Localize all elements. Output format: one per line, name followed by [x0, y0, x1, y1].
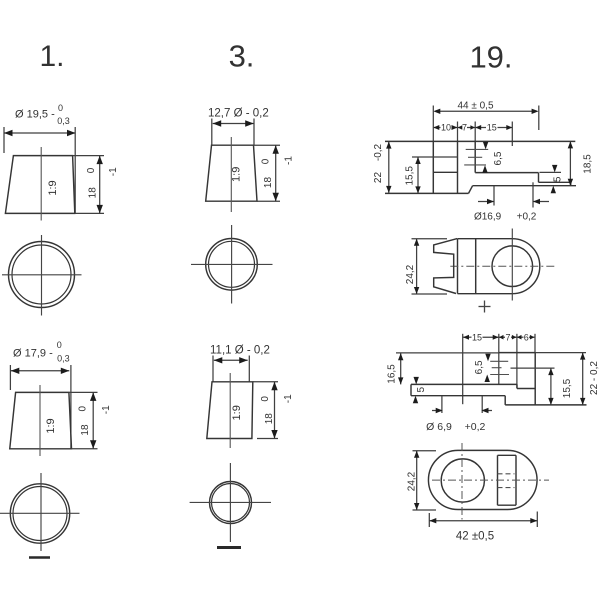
svg-text:Ø 6,9: Ø 6,9 [426, 421, 452, 433]
svg-text:18: 18 [263, 177, 274, 189]
svg-text:Ø 17,9 -: Ø 17,9 - [13, 348, 53, 360]
svg-text:1:9: 1:9 [230, 167, 242, 182]
svg-text:-0,2: -0,2 [373, 143, 384, 161]
svg-text:7: 7 [462, 123, 467, 133]
svg-text:22 - 0,2: 22 - 0,2 [589, 361, 600, 395]
svg-text:0: 0 [78, 405, 89, 411]
svg-text:0,3: 0,3 [57, 116, 70, 126]
svg-text:0: 0 [260, 396, 271, 402]
svg-text:-1: -1 [284, 156, 295, 165]
svg-text:24,2: 24,2 [407, 471, 418, 491]
svg-text:-1: -1 [108, 167, 119, 176]
svg-text:24,2: 24,2 [405, 264, 416, 284]
svg-text:11,1 Ø - 0,2: 11,1 Ø - 0,2 [210, 345, 270, 357]
svg-text:1:9: 1:9 [45, 418, 57, 433]
svg-text:Ø 19,5 -: Ø 19,5 - [15, 109, 55, 121]
svg-text:10: 10 [441, 123, 451, 133]
svg-text:16,5: 16,5 [386, 364, 397, 384]
svg-text:18: 18 [88, 187, 99, 199]
svg-text:+0,2: +0,2 [517, 211, 537, 222]
svg-text:12,7 Ø - 0,2: 12,7 Ø - 0,2 [208, 108, 269, 120]
svg-text:6: 6 [524, 332, 529, 342]
svg-text:18: 18 [264, 413, 275, 425]
svg-text:0: 0 [58, 103, 63, 113]
svg-text:15: 15 [487, 123, 497, 133]
svg-text:44 ± 0,5: 44 ± 0,5 [457, 101, 494, 112]
svg-text:5: 5 [416, 386, 427, 392]
svg-text:22: 22 [373, 172, 384, 184]
svg-text:0,3: 0,3 [57, 354, 70, 364]
svg-text:1:9: 1:9 [231, 405, 243, 420]
svg-text:1.: 1. [39, 40, 64, 73]
svg-text:-1: -1 [283, 394, 294, 403]
svg-text:-1: -1 [101, 405, 112, 414]
svg-text:Ø16,9: Ø16,9 [474, 211, 502, 222]
svg-text:42 ±0,5: 42 ±0,5 [456, 531, 494, 543]
svg-text:19.: 19. [469, 40, 512, 75]
svg-text:18,5: 18,5 [583, 154, 594, 174]
svg-text:6,5: 6,5 [474, 360, 485, 374]
svg-text:0: 0 [57, 340, 62, 350]
svg-text:18: 18 [80, 424, 91, 436]
svg-text:7: 7 [505, 332, 510, 342]
svg-text:15: 15 [472, 332, 482, 342]
svg-text:6,5: 6,5 [493, 151, 504, 165]
svg-text:5: 5 [553, 176, 564, 182]
svg-text:0: 0 [261, 158, 272, 164]
svg-text:3.: 3. [229, 39, 255, 74]
svg-text:1:9: 1:9 [47, 180, 59, 195]
svg-text:+0,2: +0,2 [465, 421, 486, 433]
svg-text:0: 0 [86, 167, 97, 173]
svg-text:15,5: 15,5 [404, 166, 415, 186]
svg-text:15,5: 15,5 [562, 378, 573, 398]
